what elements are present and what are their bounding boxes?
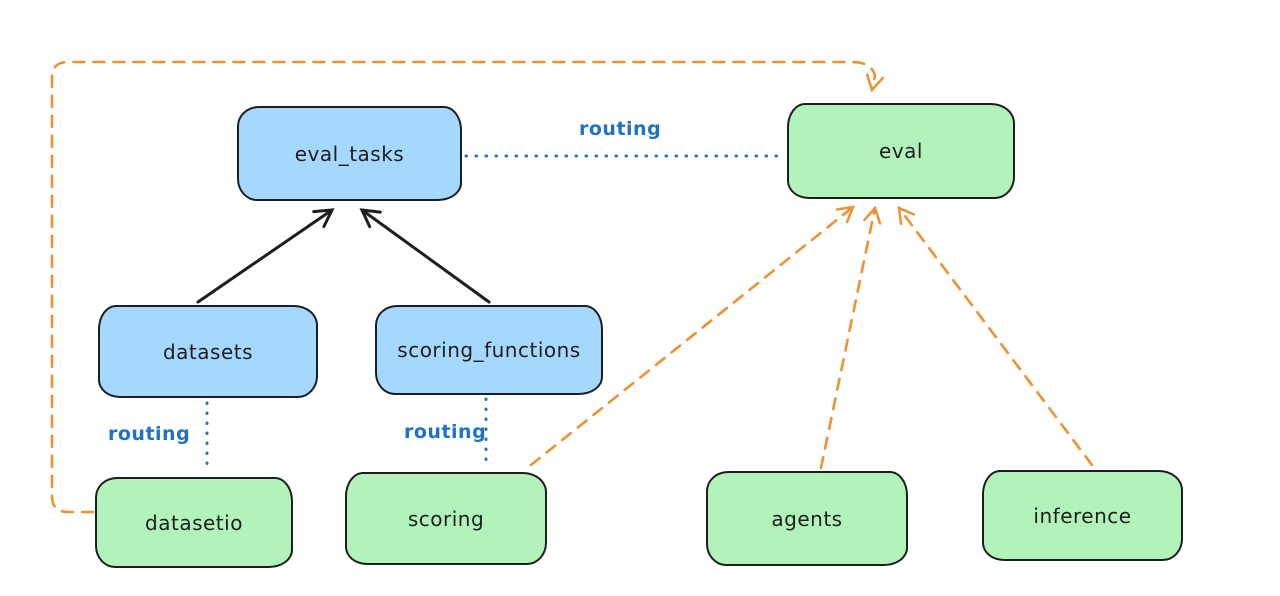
- edge-datasetio-to-eval: [50, 60, 885, 514]
- node-inference: inference: [982, 470, 1183, 561]
- node-eval: eval: [787, 103, 1015, 199]
- node-datasets: datasets: [98, 305, 318, 398]
- node-eval-label: eval: [879, 139, 923, 163]
- node-eval-tasks: eval_tasks: [237, 106, 462, 201]
- edge-scoring-functions-to-eval-tasks: [359, 208, 491, 304]
- edge-scoring-to-eval: [529, 205, 855, 467]
- node-datasetio: datasetio: [95, 477, 293, 568]
- node-scoring-functions: scoring_functions: [375, 305, 603, 395]
- edge-inference-to-eval: [897, 205, 1094, 467]
- node-scoring-label: scoring: [407, 506, 485, 531]
- node-datasets-label: datasets: [162, 339, 254, 364]
- node-agents-label: agents: [771, 506, 843, 531]
- routing-label-scoring-functions-scoring: routing: [404, 421, 487, 443]
- edge-datasets-to-eval-tasks: [196, 208, 335, 304]
- node-scoring: scoring: [345, 472, 547, 565]
- node-eval-tasks-label: eval_tasks: [294, 141, 405, 166]
- node-agents: agents: [706, 471, 908, 566]
- node-inference-label: inference: [1033, 503, 1132, 528]
- node-datasetio-label: datasetio: [145, 510, 243, 535]
- routing-label-datasets-datasetio: routing: [108, 423, 191, 445]
- node-scoring-functions-label: scoring_functions: [397, 338, 581, 362]
- routing-label-eval-tasks-eval: routing: [579, 118, 662, 140]
- edge-agents-to-eval: [819, 205, 882, 470]
